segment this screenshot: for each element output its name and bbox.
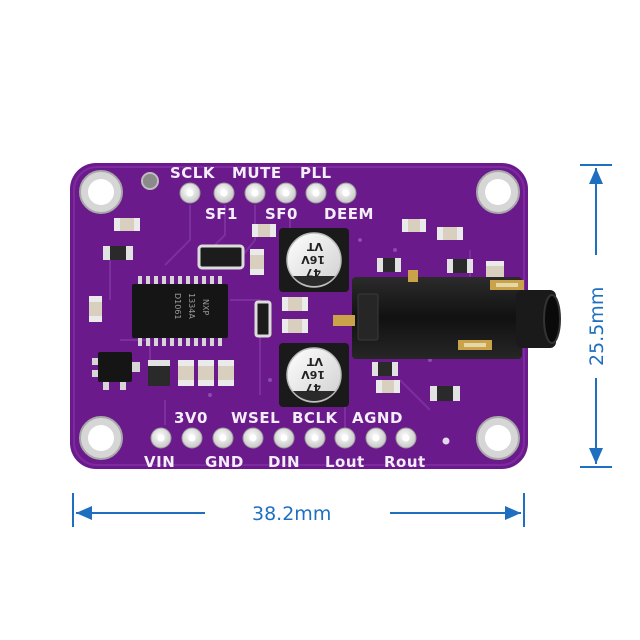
- width-dimension: [72, 493, 525, 527]
- chip-marking: NXP 1334A D1061: [173, 293, 210, 320]
- top-header-pads: [179, 182, 357, 204]
- width-label: 38.2mm: [252, 503, 331, 525]
- height-label: 25.5mm: [586, 287, 608, 366]
- bottom-header-pads: [150, 427, 417, 449]
- mounting-hole-icon: [476, 170, 520, 214]
- capacitor-bottom: 47 16V VT: [279, 343, 349, 407]
- capacitor-top-value: 47: [306, 266, 321, 279]
- pin-label-din: DIN: [268, 453, 300, 471]
- pin-label-3v0: 3V0: [174, 409, 208, 427]
- fiducial-top: [141, 172, 159, 190]
- dac-chip: NXP 1334A D1061: [132, 276, 228, 346]
- pin-label-sclk: SCLK: [170, 164, 216, 182]
- capacitor-top-code: VT: [306, 240, 323, 253]
- pin-label-sf0: SF0: [265, 205, 298, 223]
- pin-label-gnd: GND: [205, 453, 244, 471]
- capacitor-bottom-voltage: 16V: [301, 368, 325, 381]
- capacitor-top-voltage: 16V: [301, 253, 325, 266]
- svg-text:1334A: 1334A: [187, 293, 196, 319]
- pin-label-lout: Lout: [325, 453, 365, 471]
- pin-label-vin: VIN: [144, 453, 175, 471]
- pin-label-rout: Rout: [384, 453, 426, 471]
- audio-jack-icon: [333, 270, 561, 359]
- pin-label-deem: DEEM: [324, 205, 374, 223]
- svg-text:D1061: D1061: [173, 293, 182, 320]
- capacitor-top: 47 16V VT: [279, 228, 349, 292]
- mounting-hole-icon: [79, 170, 123, 214]
- voltage-regulator: [92, 352, 140, 390]
- svg-text:NXP: NXP: [201, 299, 210, 315]
- capacitor-bottom-code: VT: [306, 355, 323, 368]
- height-dimension: [580, 164, 612, 468]
- pin-label-sf1: SF1: [205, 205, 238, 223]
- pin-label-wsel: WSEL: [231, 409, 280, 427]
- capacitor-bottom-value: 47: [306, 381, 321, 394]
- pin-label-agnd: AGND: [352, 409, 403, 427]
- pin-label-pll: PLL: [300, 164, 332, 182]
- mounting-hole-icon: [79, 416, 123, 460]
- pin-label-mute: MUTE: [232, 164, 282, 182]
- fiducial-bottom: [442, 437, 450, 445]
- smd-components: [89, 218, 504, 401]
- mounting-hole-icon: [476, 416, 520, 460]
- pin-label-bclk: BCLK: [292, 409, 338, 427]
